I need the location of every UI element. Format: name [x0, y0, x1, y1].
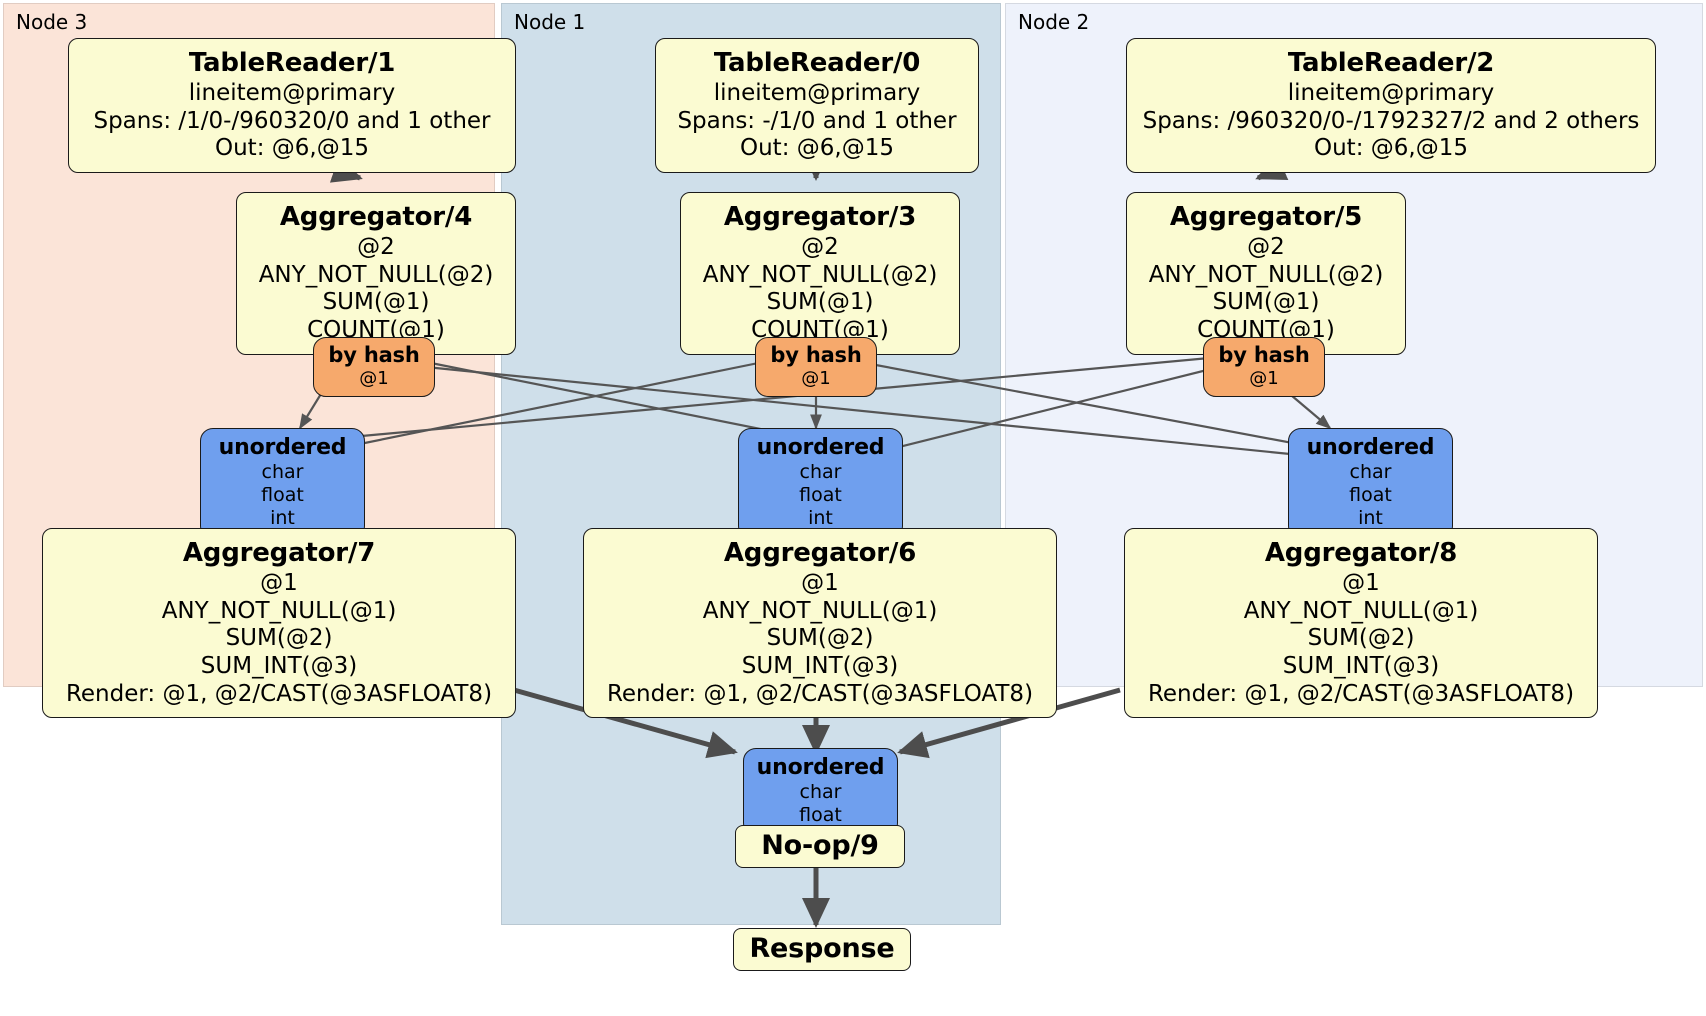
router-detail-line: @1	[801, 368, 831, 390]
router-by-hash-right[interactable]: by hash @1	[1203, 337, 1325, 397]
node-detail-line: SUM(@1)	[322, 289, 430, 316]
node-title: Aggregator/6	[723, 538, 917, 568]
router-title: by hash	[328, 343, 420, 367]
sink-unordered-final[interactable]: unordered char float	[743, 748, 898, 836]
node-detail-line: Render: @1, @2/CAST(@3ASFLOAT8)	[65, 680, 493, 707]
node-detail-line: @1	[801, 570, 839, 597]
sink-type-line: int	[808, 506, 833, 529]
node-detail-line: Out: @6,@15	[1314, 135, 1468, 162]
node-detail-line: ANY_NOT_NULL(@1)	[161, 597, 397, 624]
node-detail-line: SUM_INT(@3)	[1282, 652, 1440, 679]
node-detail-line: Spans: /1/0-/960320/0 and 1 other	[93, 107, 491, 134]
node-detail-line: Spans: /960320/0-/1792327/2 and 2 others	[1142, 107, 1640, 134]
node-detail-line: @1	[260, 570, 298, 597]
node-tablereader-2[interactable]: TableReader/2 lineitem@primary Spans: /9…	[1126, 38, 1656, 173]
sink-type-line: int	[1358, 506, 1383, 529]
node-detail-line: @2	[357, 234, 395, 261]
node-detail-line: SUM(@1)	[1212, 289, 1320, 316]
node-aggregator-5[interactable]: Aggregator/5 @2 ANY_NOT_NULL(@2) SUM(@1)…	[1126, 192, 1406, 355]
node-detail-line: ANY_NOT_NULL(@1)	[1243, 597, 1479, 624]
node-aggregator-7[interactable]: Aggregator/7 @1 ANY_NOT_NULL(@1) SUM(@2)…	[42, 528, 516, 719]
node-title: Aggregator/3	[723, 202, 917, 232]
node-detail-line: ANY_NOT_NULL(@2)	[702, 261, 938, 288]
node-detail-line: lineitem@primary	[188, 80, 396, 107]
node-title: TableReader/1	[188, 48, 396, 78]
sink-type-line: char	[799, 461, 842, 484]
sink-type-line: float	[261, 484, 304, 507]
router-title: by hash	[1218, 343, 1310, 367]
sink-unordered-center[interactable]: unordered char float int	[738, 428, 903, 539]
sink-type-line: float	[1349, 484, 1392, 507]
node-title: TableReader/0	[713, 48, 921, 78]
router-detail-line: @1	[1249, 368, 1279, 390]
node-detail-line: Spans: -/1/0 and 1 other	[677, 107, 957, 134]
sink-unordered-left[interactable]: unordered char float int	[200, 428, 365, 539]
sink-type-line: int	[270, 506, 295, 529]
node-aggregator-4[interactable]: Aggregator/4 @2 ANY_NOT_NULL(@2) SUM(@1)…	[236, 192, 516, 355]
router-by-hash-center[interactable]: by hash @1	[755, 337, 877, 397]
node-detail-line: SUM(@2)	[1307, 625, 1415, 652]
sink-type-line: char	[261, 461, 304, 484]
node-detail-line: SUM_INT(@3)	[200, 652, 358, 679]
node-response[interactable]: Response	[733, 928, 911, 972]
panel-node-3-label: Node 3	[16, 10, 88, 34]
sink-title: unordered	[756, 755, 885, 780]
node-detail-line: Out: @6,@15	[740, 135, 894, 162]
sink-type-line: float	[799, 484, 842, 507]
node-detail-line: Render: @1, @2/CAST(@3ASFLOAT8)	[1147, 680, 1575, 707]
node-detail-line: lineitem@primary	[713, 80, 921, 107]
sink-type-line: float	[799, 804, 842, 827]
node-aggregator-8[interactable]: Aggregator/8 @1 ANY_NOT_NULL(@1) SUM(@2)…	[1124, 528, 1598, 719]
router-detail-line: @1	[359, 368, 389, 390]
node-title: TableReader/2	[1287, 48, 1495, 78]
node-detail-line: SUM(@1)	[766, 289, 874, 316]
sink-title: unordered	[1306, 435, 1435, 460]
node-aggregator-3[interactable]: Aggregator/3 @2 ANY_NOT_NULL(@2) SUM(@1)…	[680, 192, 960, 355]
sink-unordered-right[interactable]: unordered char float int	[1288, 428, 1453, 539]
router-title: by hash	[770, 343, 862, 367]
node-title: Response	[749, 933, 895, 964]
node-detail-line: ANY_NOT_NULL(@2)	[1148, 261, 1384, 288]
node-title: No-op/9	[761, 830, 879, 861]
sink-type-line: char	[799, 781, 842, 804]
node-detail-line: SUM_INT(@3)	[741, 652, 899, 679]
node-detail-line: Out: @6,@15	[215, 135, 369, 162]
node-detail-line: lineitem@primary	[1287, 80, 1495, 107]
sink-title: unordered	[218, 435, 347, 460]
node-detail-line: Render: @1, @2/CAST(@3ASFLOAT8)	[606, 680, 1034, 707]
panel-node-2-label: Node 2	[1018, 10, 1090, 34]
node-detail-line: SUM(@2)	[225, 625, 333, 652]
node-aggregator-6[interactable]: Aggregator/6 @1 ANY_NOT_NULL(@1) SUM(@2)…	[583, 528, 1057, 719]
router-by-hash-left[interactable]: by hash @1	[313, 337, 435, 397]
sink-title: unordered	[756, 435, 885, 460]
node-title: Aggregator/5	[1169, 202, 1363, 232]
node-detail-line: @2	[1247, 234, 1285, 261]
node-detail-line: ANY_NOT_NULL(@1)	[702, 597, 938, 624]
node-title: Aggregator/7	[182, 538, 376, 568]
node-detail-line: ANY_NOT_NULL(@2)	[258, 261, 494, 288]
node-tablereader-1[interactable]: TableReader/1 lineitem@primary Spans: /1…	[68, 38, 516, 173]
node-detail-line: @2	[801, 234, 839, 261]
node-noop-9[interactable]: No-op/9	[735, 825, 905, 869]
sink-type-line: char	[1349, 461, 1392, 484]
panel-node-1-label: Node 1	[514, 10, 586, 34]
node-detail-line: @1	[1342, 570, 1380, 597]
node-title: Aggregator/4	[279, 202, 473, 232]
node-title: Aggregator/8	[1264, 538, 1458, 568]
node-tablereader-0[interactable]: TableReader/0 lineitem@primary Spans: -/…	[655, 38, 979, 173]
node-detail-line: SUM(@2)	[766, 625, 874, 652]
